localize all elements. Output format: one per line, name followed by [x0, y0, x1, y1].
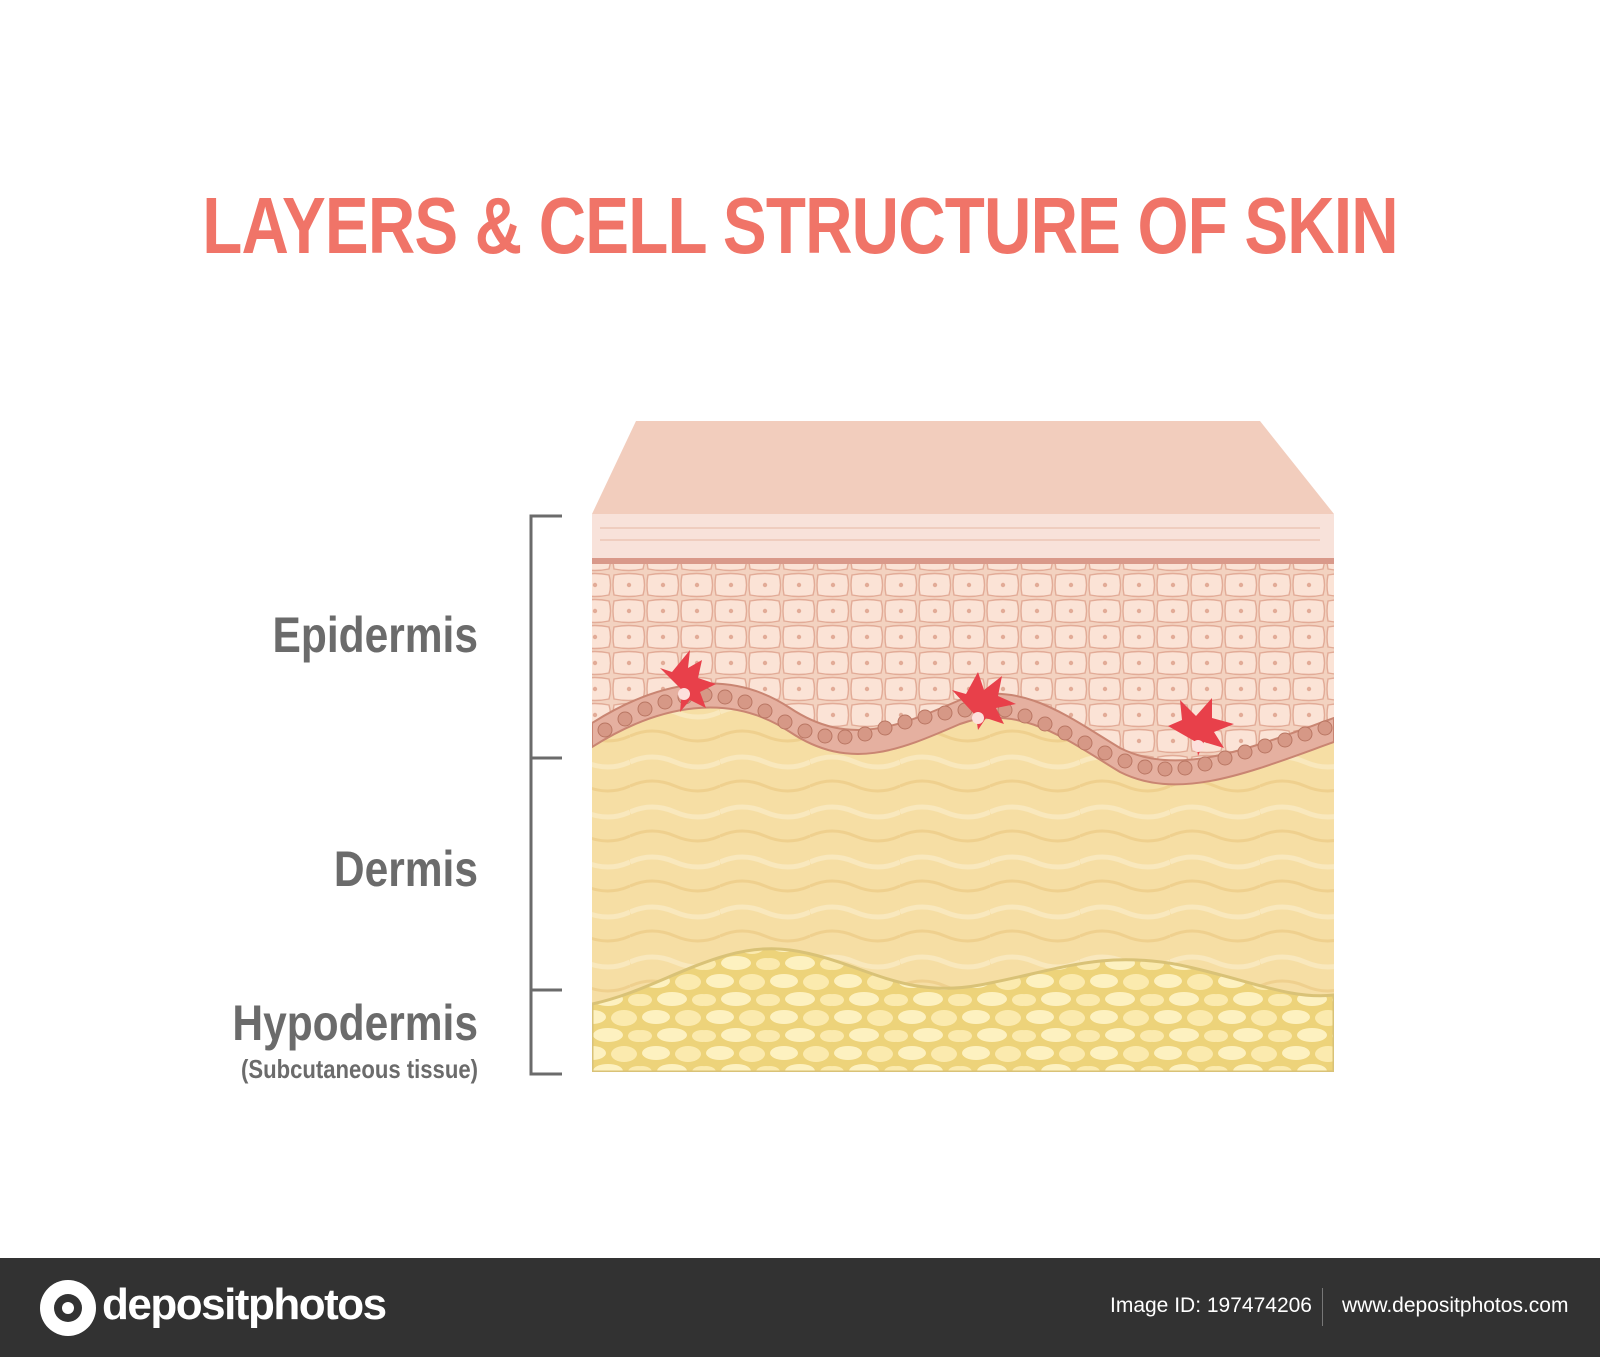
- brand-name: depositphotos: [102, 1280, 387, 1329]
- label-epidermis: Epidermis: [272, 607, 478, 663]
- footer-bar: depositphotos Image ID: 197474206 www.de…: [0, 1258, 1600, 1357]
- hypodermis-layer: [592, 947, 1334, 1072]
- page-title: LAYERS & CELL STRUCTURE OF SKIN: [202, 181, 1398, 270]
- melanocyte-1: [660, 650, 716, 712]
- basal-layer: [592, 682, 1334, 786]
- label-subcutaneous: (Subcutaneous tissue): [240, 1054, 478, 1084]
- stratum-corneum: [592, 514, 1334, 560]
- label-hypodermis: Hypodermis: [232, 995, 478, 1051]
- camera-logo-icon: [40, 1280, 96, 1336]
- skin-layers-diagram: [529, 421, 1334, 1076]
- site-url: www.depositphotos.com: [1342, 1294, 1569, 1317]
- footer-divider: [1322, 1288, 1323, 1326]
- skin-surface-top: [592, 421, 1334, 514]
- melanocyte-3: [1168, 698, 1234, 756]
- label-dermis: Dermis: [333, 841, 478, 897]
- image-id: Image ID: 197474206: [1110, 1294, 1312, 1317]
- layer-bracket: [529, 514, 562, 1076]
- melanocyte-2: [952, 672, 1016, 730]
